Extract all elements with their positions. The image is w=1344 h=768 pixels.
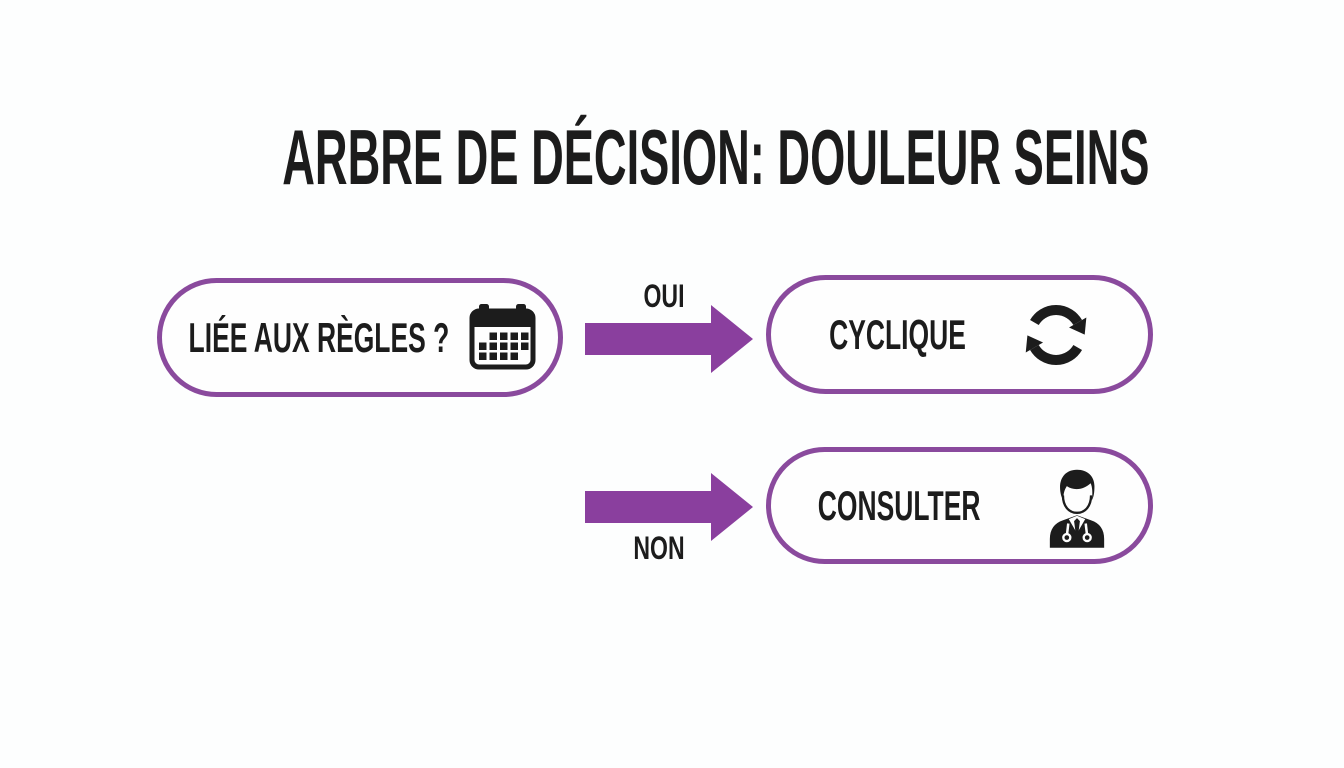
branch-label-oui: OUI bbox=[643, 278, 685, 314]
page-title: ARBRE DE DÉCISION: DOULEUR SEINS bbox=[282, 113, 1150, 201]
cycle-arrows-icon bbox=[1025, 304, 1087, 365]
outcome-node-consulter: CONSULTER bbox=[766, 447, 1153, 564]
doctor-icon bbox=[1049, 469, 1104, 548]
arrow-oui-icon bbox=[585, 305, 753, 373]
arrow-non-icon bbox=[585, 473, 753, 541]
root-node-label: LIÉE AUX RÈGLES ? bbox=[188, 313, 450, 361]
cyclique-node-label: CYCLIQUE bbox=[829, 310, 966, 358]
calendar-icon bbox=[469, 303, 536, 369]
decision-node-root: LIÉE AUX RÈGLES ? bbox=[157, 278, 563, 397]
consulter-node-label: CONSULTER bbox=[818, 481, 981, 529]
outcome-node-cyclique: CYCLIQUE bbox=[766, 275, 1153, 394]
branch-label-non: NON bbox=[633, 530, 685, 566]
